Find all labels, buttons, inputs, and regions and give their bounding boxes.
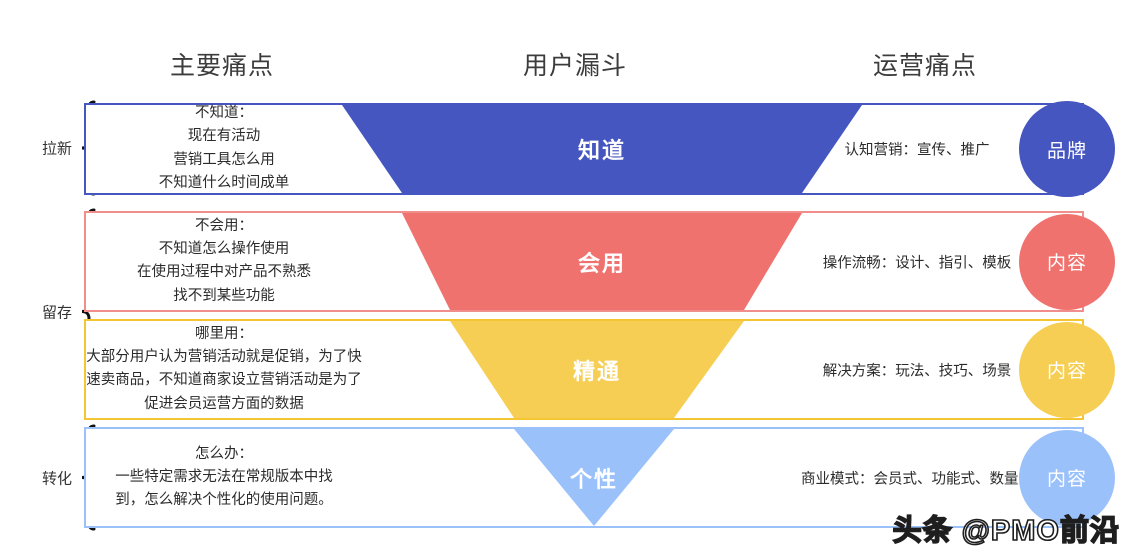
pain-point-title: 怎么办： bbox=[195, 445, 253, 462]
outcome-circle-row-know: 品牌 bbox=[1019, 101, 1115, 197]
stage-group-label: 拉新 bbox=[41, 140, 72, 158]
outcome-circle-row-use: 内容 bbox=[1019, 213, 1115, 310]
ops-pain-point-text: 操作流畅：设计、指引、模板 bbox=[822, 255, 1012, 271]
pain-point-text: 不会用： 不知道怎么操作使用在使用过程中对产品不熟悉找不到某些功能 bbox=[137, 215, 311, 309]
outcome-circle-row-master: 内容 bbox=[1019, 321, 1115, 418]
funnel-row-row-master: 精通 哪里用： 大部分用户认为营销活动就是促销，为了快速卖商品，不知道商家设立营销活… bbox=[84, 319, 1084, 420]
watermark: 头条 @PMO前沿 bbox=[892, 514, 1120, 548]
funnel-stage-label: 精通 bbox=[572, 358, 622, 384]
pain-point-line: 找不到某些功能 bbox=[173, 287, 275, 304]
pain-point-text: 怎么办： 一些特定需求无法在常规版本中找到，怎么解决个性化的使用问题。 bbox=[59, 442, 389, 512]
pain-point-line: 大部分用户认为营销活动就是促销，为了快 bbox=[86, 349, 362, 366]
pain-point-line: 促进会员运营方面的数据 bbox=[144, 395, 304, 412]
pain-point-title: 不会用： bbox=[195, 217, 253, 234]
stage-group-label: 转化 bbox=[41, 470, 72, 487]
funnel-row-row-know: 知道 不知道： 现在有活动营销工具怎么用不知道什么时间成单 认知营销：宣传、推广 bbox=[84, 103, 1084, 195]
ops-pain-point-text: 商业模式：会员式、功能式、数量式 bbox=[801, 471, 1033, 487]
pain-point-line: 现在有活动 bbox=[187, 128, 261, 145]
outcome-circle-label: 品牌 bbox=[1046, 140, 1087, 162]
ops-pain-point-text: 认知营销：宣传、推广 bbox=[844, 142, 990, 159]
column-header-1: 主要痛点 bbox=[169, 52, 275, 80]
pain-point-line: 营销工具怎么用 bbox=[173, 152, 275, 168]
pain-point-text: 哪里用： 大部分用户认为营销活动就是促销，为了快速卖商品，不知道商家设立营销活动是… bbox=[59, 323, 389, 417]
pain-point-title: 哪里用： bbox=[195, 325, 253, 342]
stage-group-label: 留存 bbox=[41, 304, 72, 321]
column-header-2: 用户漏斗 bbox=[522, 52, 628, 80]
pain-point-line: 不知道什么时间成单 bbox=[158, 175, 290, 192]
ops-pain-point-text: 解决方案：玩法、技巧、场景 bbox=[822, 363, 1012, 379]
funnel-stage-label: 会用 bbox=[577, 250, 627, 276]
pain-point-line: 不知道怎么操作使用 bbox=[158, 241, 290, 258]
outcome-circle-row-personal: 内容 bbox=[1019, 429, 1115, 526]
pain-point-line: 一些特定需求无法在常规版本中找 bbox=[115, 468, 333, 485]
pain-point-text: 不知道： 现在有活动营销工具怎么用不知道什么时间成单 bbox=[159, 102, 290, 196]
outcome-circle-label: 内容 bbox=[1046, 361, 1087, 382]
column-header-3: 运营痛点 bbox=[872, 52, 978, 80]
outcome-circle-label: 内容 bbox=[1046, 469, 1087, 490]
pain-point-line: 在使用过程中对产品不熟悉 bbox=[137, 264, 311, 281]
funnel-row-row-personal: 个性 怎么办： 一些特定需求无法在常规版本中找到，怎么解决个性化的使用问题。 商业模式… bbox=[84, 427, 1084, 528]
outcome-circle-label: 内容 bbox=[1046, 253, 1087, 274]
funnel-stage-label: 个性 bbox=[569, 466, 619, 492]
funnel-stage-label: 知道 bbox=[577, 138, 627, 163]
funnel-row-row-use: 会用 不会用： 不知道怎么操作使用在使用过程中对产品不熟悉找不到某些功能 操作流畅：设… bbox=[84, 211, 1084, 312]
pain-point-line: 速卖商品，不知道商家设立营销活动是为了 bbox=[86, 372, 362, 389]
pain-point-line: 到，怎么解决个性化的使用问题。 bbox=[115, 492, 333, 509]
pain-point-title: 不知道： bbox=[195, 105, 253, 122]
